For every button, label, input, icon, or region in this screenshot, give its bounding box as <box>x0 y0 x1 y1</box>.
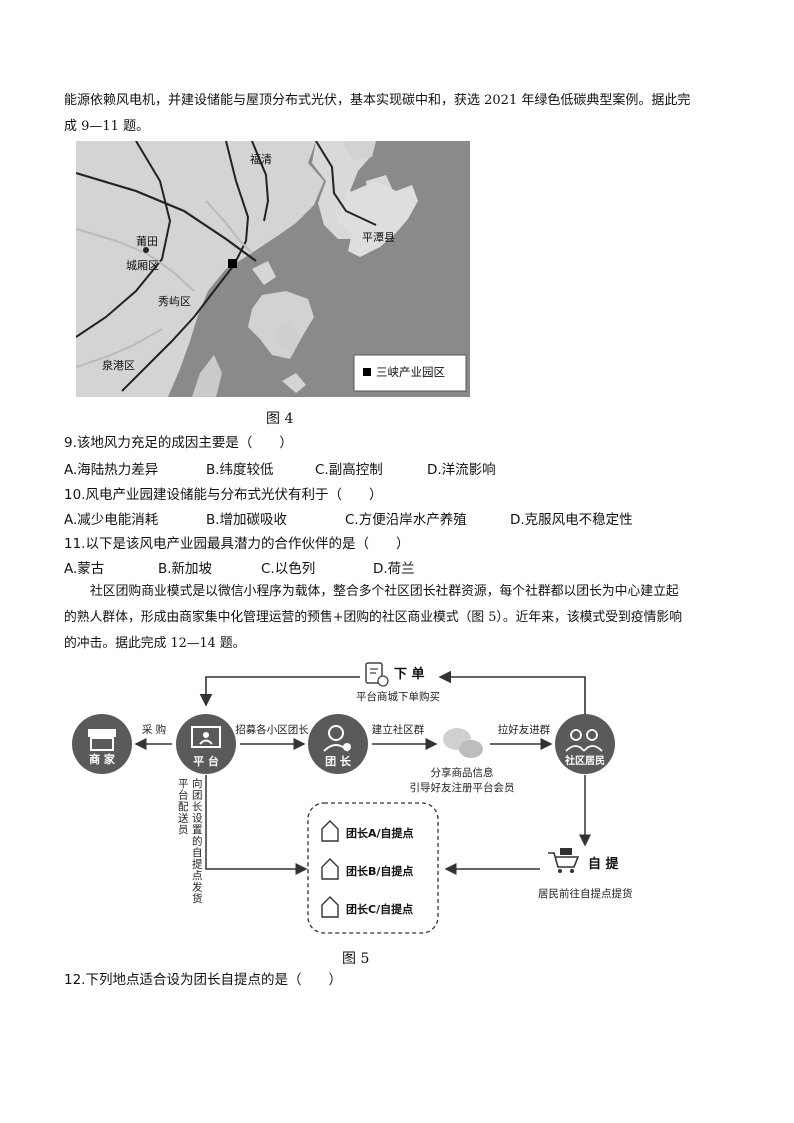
passage-line-3: 的冲击。据此完成 12—14 题。 <box>64 636 246 651</box>
order-title: 下 单 <box>394 666 425 682</box>
q9-option-b[interactable]: B.纬度较低 <box>206 462 274 478</box>
pickup-points-box <box>307 802 439 934</box>
delivery-col2-text: 向团长设置的自提点发货 <box>192 777 203 905</box>
residents-node: 社区居民 <box>555 714 615 774</box>
legend-label: 三峡产业园区 <box>376 365 445 379</box>
q9-option-c[interactable]: C.副高控制 <box>315 462 383 478</box>
passage-line-1: 社区团购商业模式是以微信小程序为载体，整合多个社区团长社群资源，每个社群都以团长… <box>90 584 679 599</box>
place-pingtan: 平潭县 <box>362 231 395 244</box>
pickup-point-b: 团长B/自提点 <box>321 858 413 880</box>
question-10-stem: 10.风电产业园建设储能与分布式光伏有利于（ ） <box>64 487 383 503</box>
land-island-7 <box>342 141 376 161</box>
q9-option-d[interactable]: D.洋流影响 <box>427 462 496 478</box>
land-island-8 <box>252 261 276 285</box>
share-line-2: 引导好友注册平台会员 <box>410 781 515 794</box>
build-group-label: 建立社区群 <box>372 723 425 736</box>
shop-icon <box>88 729 116 751</box>
passage-line-2: 的熟人群体，形成由商家集中化管理运营的预售+团购的社区商业模式（图 5）。近年来… <box>64 610 682 625</box>
delivery-vertical-text: 平台配送员 向团长设置的自提点发货 <box>178 777 203 905</box>
group-icon <box>565 729 603 752</box>
wechat-node <box>443 728 483 758</box>
cart-icon <box>548 848 580 873</box>
platform-label: 平 台 <box>193 754 219 768</box>
pickup-title: 自 提 <box>588 856 620 872</box>
place-fuqing: 福清 <box>250 152 272 166</box>
land-island-4 <box>276 321 300 353</box>
merchant-label: 商 家 <box>89 752 116 766</box>
intro-line-1: 能源依赖风电机，并建设储能与屋顶分布式光伏，基本实现碳中和，获选 2021 年绿… <box>64 93 691 108</box>
flow-diagram-figure-5: 下 单 平台商城下单购买 商 家 平 台 团 长 <box>72 662 633 934</box>
purchase-label: 采 购 <box>142 723 166 736</box>
recruit-label: 招募各小区团长 <box>235 723 309 736</box>
delivery-col1-text: 平台配送员 <box>178 778 189 836</box>
platform-node: 平 台 <box>176 714 236 774</box>
leader-label: 团 长 <box>325 754 352 768</box>
person-icon <box>323 725 351 752</box>
map-legend-box <box>353 354 467 392</box>
merchant-node: 商 家 <box>72 714 132 774</box>
q11-option-d[interactable]: D.荷兰 <box>373 561 415 577</box>
place-chengxiang: 城厢区 <box>126 259 159 272</box>
q9-option-a[interactable]: A.海陆热力差异 <box>64 462 159 478</box>
pickup-point-a-label: 团长A/自提点 <box>346 826 414 840</box>
leader-node: 团 长 <box>308 714 368 774</box>
q11-option-a[interactable]: A.蒙古 <box>64 561 105 577</box>
intro-line-2: 成 9—11 题。 <box>64 119 150 134</box>
land-island-5 <box>282 373 306 393</box>
figure-4-caption: 图 4 <box>266 411 294 427</box>
q11-option-c[interactable]: C.以色列 <box>261 561 316 577</box>
house-icon <box>321 896 339 918</box>
q11-option-b[interactable]: B.新加坡 <box>158 561 213 577</box>
order-subtitle: 平台商城下单购买 <box>356 690 440 703</box>
q10-option-d[interactable]: D.克服风电不稳定性 <box>510 512 633 528</box>
figure-5-caption: 图 5 <box>342 951 370 967</box>
residents-label: 社区居民 <box>564 754 605 767</box>
pickup-point-b-label: 团长B/自提点 <box>346 864 413 878</box>
pickup-point-c-label: 团长C/自提点 <box>346 902 413 916</box>
pickup-point-a: 团长A/自提点 <box>321 820 414 842</box>
share-line-1: 分享商品信息 <box>431 766 494 779</box>
question-12-stem: 12.下列地点适合设为团长自提点的是（ ） <box>64 972 342 988</box>
q10-option-a[interactable]: A.减少电能消耗 <box>64 512 159 528</box>
land-mainland <box>76 141 324 397</box>
question-11-stem: 11.以下是该风电产业园最具潜力的合作伙伴的是（ ） <box>64 536 410 552</box>
sanxia-park-marker <box>228 259 237 268</box>
place-xiuyu: 秀屿区 <box>158 295 191 308</box>
pickup-subtitle: 居民前往自提点提货 <box>538 887 633 900</box>
house-icon <box>321 820 339 842</box>
order-icon <box>365 662 389 687</box>
q10-option-b[interactable]: B.增加碳吸收 <box>206 512 288 528</box>
invite-label: 拉好友进群 <box>498 723 551 736</box>
putian-dot <box>143 247 149 253</box>
q10-option-c[interactable]: C.方便沿岸水产养殖 <box>345 512 467 528</box>
house-icon <box>321 858 339 880</box>
question-9-stem: 9.该地风力充足的成因主要是（ ） <box>64 435 293 451</box>
map-figure-4: 福清 莆田 城厢区 秀屿区 平潭县 泉港区 三峡产业园区 <box>76 141 470 397</box>
pickup-point-c: 团长C/自提点 <box>321 896 413 918</box>
place-quangang: 泉港区 <box>102 358 135 372</box>
place-putian: 莆田 <box>136 235 158 248</box>
monitor-icon <box>191 726 221 748</box>
legend-marker <box>363 368 371 376</box>
land-island-6 <box>192 355 222 397</box>
land-island-pingtan <box>338 181 418 257</box>
